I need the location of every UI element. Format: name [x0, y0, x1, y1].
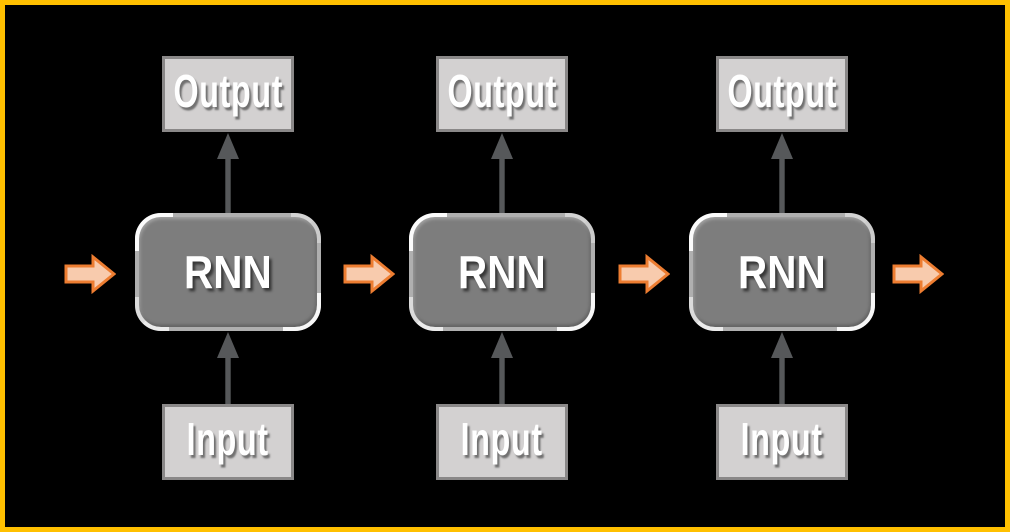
input-label: Input [460, 413, 544, 465]
input-box: Input [716, 404, 848, 480]
up-arrow-icon [771, 133, 793, 214]
output-box: Output [162, 56, 294, 132]
gloss-highlight [409, 297, 443, 331]
right-arrow-icon [64, 254, 116, 294]
up-arrow-icon [491, 133, 513, 214]
rnn-label: RNN [738, 246, 826, 298]
gloss-highlight [565, 213, 595, 243]
rnn-timestep-column-3: Output RNN Input [689, 0, 875, 532]
output-box: Output [436, 56, 568, 132]
up-arrow-icon [217, 332, 239, 405]
output-label: Output [447, 65, 557, 117]
output-box: Output [716, 56, 848, 132]
up-arrow-icon [491, 332, 513, 405]
gloss-highlight [689, 297, 723, 331]
right-arrow-icon [343, 254, 395, 294]
input-label: Input [740, 413, 824, 465]
gloss-highlight [135, 297, 169, 331]
rnn-block: RNN [689, 213, 875, 331]
input-label: Input [186, 413, 270, 465]
rnn-block: RNN [409, 213, 595, 331]
input-box: Input [436, 404, 568, 480]
right-arrow-icon [618, 254, 670, 294]
up-arrow-icon [771, 332, 793, 405]
rnn-block: RNN [135, 213, 321, 331]
rnn-label: RNN [458, 246, 546, 298]
input-box: Input [162, 404, 294, 480]
output-label: Output [727, 65, 837, 117]
gloss-highlight [291, 213, 321, 243]
right-arrow-icon [892, 254, 944, 294]
rnn-timestep-column-2: Output RNN Input [409, 0, 595, 532]
up-arrow-icon [217, 133, 239, 214]
output-label: Output [173, 65, 283, 117]
rnn-timestep-column-1: Output RNN Input [135, 0, 321, 532]
gloss-highlight [845, 213, 875, 243]
rnn-label: RNN [184, 246, 272, 298]
